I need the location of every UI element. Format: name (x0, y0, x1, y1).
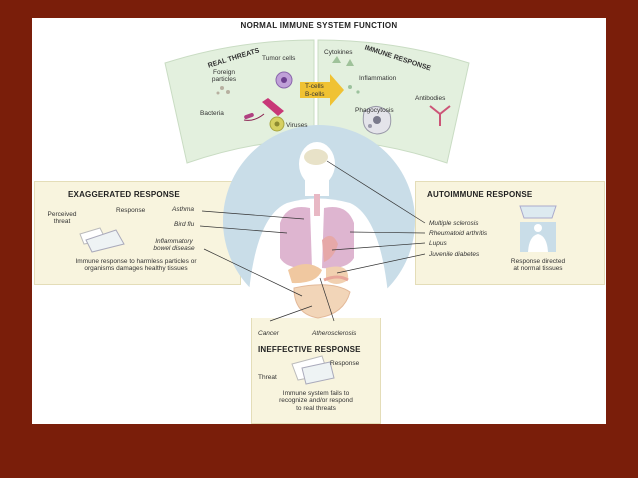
tumor-cells-label: Tumor cells (262, 55, 296, 62)
juvenile-diabetes-label: Juvenile diabetes (429, 251, 480, 258)
antibodies-icon (429, 105, 451, 126)
rheumatoid-arthritis-label: Rheumatoid arthritis (429, 230, 488, 237)
trachea (314, 194, 320, 216)
phagocytosis-label: Phagocytosis (355, 107, 394, 114)
cytokines-label: Cytokines (324, 49, 353, 56)
lupus-label: Lupus (429, 240, 447, 247)
antibodies-label: Antibodies (415, 95, 446, 102)
cancer-label: Cancer (258, 330, 279, 337)
inflammation-label: Inflammation (359, 75, 397, 82)
stomach (326, 266, 349, 284)
intestines (293, 284, 351, 319)
bacteria-icon (243, 98, 284, 121)
viruses-label: Viruses (286, 122, 308, 129)
exaggerated-response-label: Response (116, 207, 146, 214)
autoimmune-response-heading: AUTOIMMUNE RESPONSE (427, 190, 533, 199)
leader-lines (199, 160, 426, 322)
multiple-sclerosis-label: Multiple sclerosis (429, 220, 479, 227)
bird-flu-label: Bird flu (174, 221, 195, 228)
exaggerated-response-heading: EXAGGERATED RESPONSE (68, 190, 180, 199)
cytokines-icon (332, 56, 354, 66)
autoimmune-description: Response directed at normal tissues (510, 258, 566, 273)
ineffective-threat-label: Threat (258, 374, 277, 381)
diagram-title: NORMAL IMMUNE SYSTEM FUNCTION (240, 21, 398, 30)
exaggerated-description: Immune response to harmless particles or… (75, 258, 197, 273)
foreign-particle-icon (216, 86, 230, 95)
ineffective-response-label: Response (330, 360, 360, 367)
inflammation-icon (348, 85, 360, 94)
ineffective-description: Immune system fails to recognize and/or … (279, 390, 353, 412)
ibd-label: Inflammatory bowel disease (153, 238, 195, 253)
autoimmune-figure (519, 205, 557, 252)
autoimmune-response-panel (415, 181, 605, 285)
ineffective-threat-icon (291, 355, 335, 385)
ineffective-response-heading: INEFFECTIVE RESPONSE (258, 345, 361, 354)
diagram-graphics (79, 39, 557, 385)
response-arrow (300, 74, 344, 106)
foreign-particles-label: Foreign particles (211, 69, 237, 83)
atherosclerosis-label: Atherosclerosis (312, 330, 357, 337)
liver (288, 264, 322, 284)
bacteria-label: Bacteria (200, 110, 224, 117)
heart (322, 235, 338, 262)
exaggerated-response-panel (34, 181, 241, 285)
t-b-cells-label: T-cells B-cells (305, 83, 325, 98)
brain (304, 149, 328, 165)
response-icon (85, 229, 125, 253)
virus-icon (269, 116, 285, 132)
pancreas (323, 275, 349, 282)
left-lung (280, 207, 312, 269)
slide: NORMAL IMMUNE SYSTEM FUNCTION (32, 18, 606, 424)
phagocytosis-icon (362, 106, 392, 135)
asthma-label: Asthma (172, 206, 195, 213)
perceived-threat-label: Perceived threat (47, 211, 77, 226)
